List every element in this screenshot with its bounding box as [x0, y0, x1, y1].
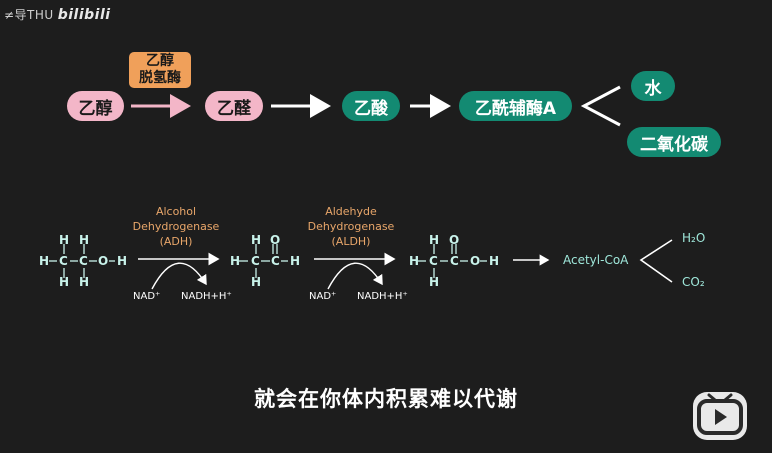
atom-h: H — [39, 254, 50, 268]
arrow-split-bottom — [639, 239, 673, 283]
node-ethanol: 乙醇 — [67, 91, 124, 121]
label-acetyl-coa: Acetyl-CoA — [563, 253, 629, 267]
bilibili-logo: bilibili — [57, 7, 111, 23]
subtitle: 就会在你体内积累难以代谢 — [254, 387, 518, 411]
node-acetyl-coa: 乙酰辅酶A — [459, 91, 572, 121]
label-h2o: H₂O — [682, 231, 706, 245]
cofactor-nadh-1: NADH+H⁺ — [181, 291, 232, 302]
node-water-label: 水 — [644, 78, 662, 99]
node-acetaldehyde: 乙醛 — [205, 91, 263, 121]
atom-h: H — [429, 275, 440, 289]
atom-h: H — [59, 275, 70, 289]
adh-line1: Alcohol — [155, 205, 197, 218]
atom-h: H — [79, 233, 90, 247]
atom-h: H — [117, 254, 128, 268]
enzyme-line2: 脱氢酶 — [139, 70, 181, 86]
atom-c: C — [59, 254, 68, 268]
atom-h: H — [59, 233, 70, 247]
adh-line2: Dehydrogenase — [132, 220, 220, 233]
aldh-line3: (ALDH) — [331, 235, 371, 248]
enzyme-label-adh-cn: 乙醇 脱氢酶 — [129, 52, 191, 88]
arrow-split-top — [580, 85, 621, 127]
cofactor-nad-1: NAD⁺ — [133, 291, 161, 302]
aldh-line1: Aldehyde — [325, 205, 377, 218]
atom-o: O — [98, 254, 109, 268]
cofactor-nadh-2: NADH+H⁺ — [357, 291, 408, 302]
atom-o: O — [270, 233, 281, 247]
atom-c: C — [79, 254, 88, 268]
acetic-acid-bonds — [418, 244, 487, 278]
play-button-icon — [697, 393, 743, 435]
cofactor-curve-1 — [151, 262, 207, 290]
atom-h: H — [251, 275, 262, 289]
node-acetaldehyde-label: 乙醛 — [217, 98, 251, 119]
adh-line3: (ADH) — [159, 235, 193, 248]
enzyme-line1: 乙醇 — [146, 53, 174, 69]
atom-h: H — [290, 254, 301, 268]
ethanol-bonds — [49, 244, 115, 278]
atom-h: H — [429, 233, 440, 247]
node-water: 水 — [631, 71, 675, 101]
label-co2: CO₂ — [682, 275, 705, 289]
node-co2-label: 二氧化碳 — [640, 134, 708, 155]
enzyme-label-adh: Alcohol Dehydrogenase (ADH) — [128, 204, 224, 249]
node-co2: 二氧化碳 — [627, 127, 721, 157]
atom-h: H — [230, 254, 241, 268]
atom-c: C — [450, 254, 459, 268]
atom-o: O — [470, 254, 481, 268]
play-button[interactable] — [693, 392, 747, 440]
atom-c: C — [251, 254, 260, 268]
enzyme-label-aldh: Aldehyde Dehydrogenase (ALDH) — [303, 204, 399, 249]
acetaldehyde-bonds — [239, 244, 288, 278]
atom-h: H — [409, 254, 420, 268]
atom-c: C — [271, 254, 280, 268]
cofactor-nad-2: NAD⁺ — [309, 291, 337, 302]
atom-c: C — [429, 254, 438, 268]
atom-h: H — [79, 275, 90, 289]
node-acetic-acid: 乙酸 — [342, 91, 400, 121]
cofactor-curve-2 — [327, 262, 383, 290]
aldh-line2: Dehydrogenase — [307, 220, 395, 233]
node-acetic-acid-label: 乙酸 — [354, 98, 388, 119]
node-acetyl-coa-label: 乙酰辅酶A — [474, 98, 557, 119]
node-ethanol-label: 乙醇 — [78, 98, 113, 119]
atom-o: O — [449, 233, 460, 247]
atom-h: H — [489, 254, 500, 268]
atom-h: H — [251, 233, 262, 247]
watermark-text: ≠导THU — [4, 8, 54, 22]
